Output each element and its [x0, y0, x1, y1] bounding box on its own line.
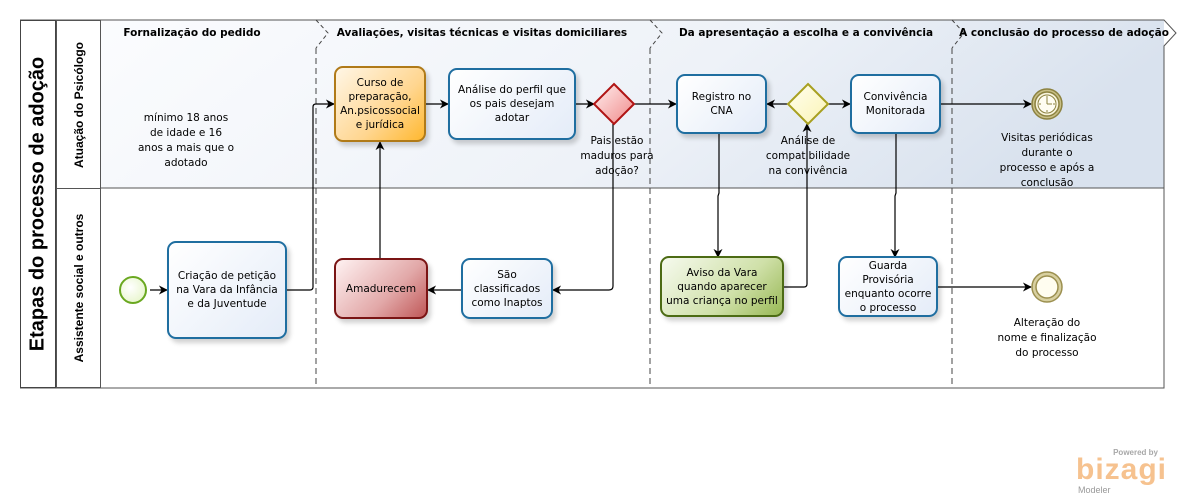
task-aviso-vara-label: Aviso da Vara quando aparecer uma crianç… [666, 266, 778, 307]
pool-title: Etapas do processo de adoção [20, 20, 56, 388]
task-convivencia-monitorada[interactable]: Convivência Monitorada [850, 74, 941, 134]
phase-title-avaliacoes: Avaliações, visitas técnicas e visitas d… [336, 27, 628, 39]
flow-gateway-to-classificados [552, 124, 614, 295]
bizagi-watermark: Powered by bizagi Modeler [1076, 448, 1166, 498]
phase-separator-2 [649, 19, 663, 388]
task-registro-cna[interactable]: Registro no CNA [676, 74, 767, 134]
task-curso-preparacao[interactable]: Curso de preparação, An.psicossocial e j… [334, 66, 426, 142]
phase-title-formalizacao: Fornalização do pedido [123, 27, 261, 39]
lane-label-assistente-text: Assistente social e outros [71, 213, 86, 363]
task-guarda-provisoria[interactable]: Guarda Provisória enquanto ocorre o proc… [838, 256, 938, 317]
lane-label-psicologo: Atuação do Psicólogo [56, 20, 101, 189]
end-event-label: Alteração do nome e finalização do proce… [997, 317, 1097, 359]
task-guarda-provisoria-label: Guarda Provisória enquanto ocorre o proc… [844, 259, 932, 314]
lane-label-assistente: Assistente social e outros [56, 188, 101, 388]
task-amadurecem-label: Amadurecem [345, 282, 417, 295]
gateway-maduros-label: Pais estão maduros para adoção? [580, 135, 654, 177]
watermark-brand-logo: bizagi [1076, 453, 1168, 486]
phase-separator-1 [315, 19, 329, 388]
pool-title-text: Etapas do processo de adoção [26, 56, 49, 352]
flow-aviso-to-compat [784, 123, 812, 288]
watermark-powered: Powered by [1113, 448, 1158, 457]
flow-criacao-to-curso [287, 99, 335, 291]
gateway-compatibilidade-label: Análise de compatibilidade na convivênci… [765, 135, 851, 177]
phase-title-conclusao: A conclusão do processo de adoção [959, 27, 1169, 39]
phase-separator-3 [951, 19, 965, 388]
phase-title-apresentacao: Da apresentação a escolha e a convivênci… [678, 27, 934, 39]
task-curso-preparacao-label: Curso de preparação, An.psicossocial e j… [340, 77, 420, 131]
task-criacao-peticao[interactable]: Criação de petição na Vara da Infância e… [167, 241, 287, 339]
gateway-maduros[interactable] [592, 82, 636, 126]
task-amadurecem[interactable]: Amadurecem [334, 258, 428, 319]
task-classificados-inaptos-label: São classificados como Inaptos [471, 268, 543, 309]
timer-event[interactable] [1031, 88, 1063, 120]
lane-label-psicologo-text: Atuação do Psicólogo [71, 41, 86, 168]
timer-event-label: Visitas periódicas durante o processo e … [999, 132, 1095, 189]
task-aviso-vara[interactable]: Aviso da Vara quando aparecer uma crianç… [660, 256, 784, 317]
requirement-annotation: mínimo 18 anos de idade e 16 anos a mais… [137, 112, 235, 169]
task-registro-cna-label: Registro no CNA [691, 91, 752, 117]
task-analise-perfil[interactable]: Análise do perfil que os pais desejam ad… [448, 68, 576, 140]
flow-registro-to-aviso [713, 134, 723, 258]
flow-convivencia-to-guarda [890, 134, 900, 258]
gateway-compatibilidade[interactable] [786, 82, 830, 126]
task-criacao-peticao-label: Criação de petição na Vara da Infância e… [176, 270, 278, 310]
end-event[interactable] [1031, 271, 1063, 303]
task-analise-perfil-label: Análise do perfil que os pais desejam ad… [458, 84, 566, 124]
task-convivencia-monitorada-label: Convivência Monitorada [863, 91, 928, 117]
task-classificados-inaptos[interactable]: São classificados como Inaptos [461, 258, 553, 319]
watermark-product: Modeler [1078, 485, 1111, 495]
start-event[interactable] [119, 276, 147, 304]
